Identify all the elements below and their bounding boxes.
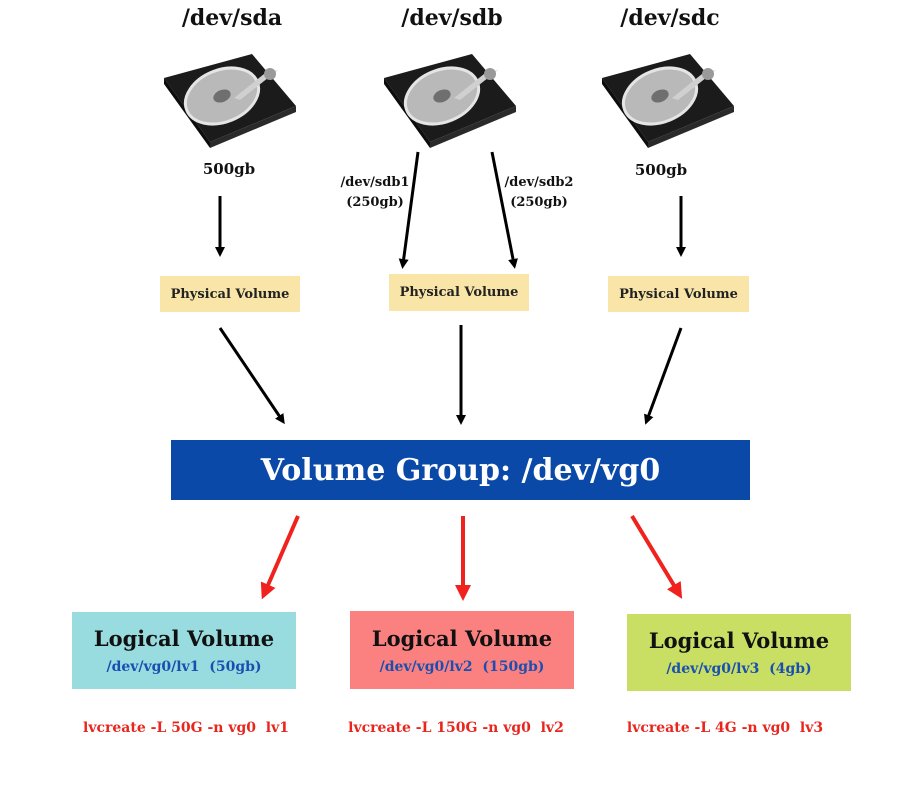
hard-drive-icon-sdc <box>602 54 734 148</box>
arrow-sdb2-to-pv <box>490 151 518 269</box>
partition-name: /dev/sdb2 <box>504 175 574 190</box>
logical-volume-lv2: Logical Volume /dev/vg0/lv2 (150gb) <box>350 611 574 689</box>
lv-path: /dev/vg0/lv2 (150gb) <box>379 658 545 675</box>
partition-label-sdb2: /dev/sdb2 (250gb) <box>494 173 584 213</box>
disk-label-sdb: /dev/sdb <box>401 5 503 31</box>
pv-label: Physical Volume <box>619 286 738 302</box>
hard-drive-icon-sda <box>164 54 296 148</box>
hard-drive-icon-sdb <box>384 54 516 148</box>
pv-label: Physical Volume <box>399 285 519 300</box>
disk-size-sdc: 500gb <box>634 161 688 179</box>
lvcreate-command-lv2: lvcreate -L 150G -n vg0 lv2 <box>348 720 564 736</box>
volume-group-box: Volume Group: /dev/vg0 <box>171 440 750 500</box>
lv-title: Logical Volume <box>93 626 275 651</box>
disk-size-sda: 500gb <box>202 160 256 178</box>
arrow-pv1-to-vg <box>218 327 285 425</box>
disk-label-sdc: /dev/sdc <box>620 5 720 31</box>
arrow-sdb1-to-pv <box>398 151 420 269</box>
partition-name: /dev/sdb1 <box>340 175 410 190</box>
partition-size: (250gb) <box>510 195 568 210</box>
partition-label-sdb1: /dev/sdb1 (250gb) <box>330 173 420 213</box>
physical-volume-sdc: Physical Volume <box>608 276 749 312</box>
arrow-vg-to-lv3 <box>630 514 683 599</box>
pv-label: Physical Volume <box>170 286 290 302</box>
partition-size: (250gb) <box>346 195 404 210</box>
volume-group-label: Volume Group: /dev/vg0 <box>260 452 661 488</box>
lvcreate-command-lv3: lvcreate -L 4G -n vg0 lv3 <box>626 720 824 736</box>
physical-volume-sda: Physical Volume <box>160 276 300 312</box>
lv-title: Logical Volume <box>371 625 553 651</box>
disk-label-sda: /dev/sda <box>181 5 283 31</box>
lvcreate-command-lv1: lvcreate -L 50G -n vg0 lv1 <box>83 720 289 736</box>
lv-title: Logical Volume <box>648 628 830 653</box>
logical-volume-lv1: Logical Volume /dev/vg0/lv1 (50gb) <box>72 612 296 689</box>
lv-path: /dev/vg0/lv3 (4gb) <box>666 661 812 677</box>
arrow-pv3-to-vg <box>644 327 683 425</box>
lv-path: /dev/vg0/lv1 (50gb) <box>106 659 262 675</box>
physical-volume-sdb: Physical Volume <box>389 274 529 311</box>
arrow-vg-to-lv1 <box>260 515 300 600</box>
logical-volume-lv3: Logical Volume /dev/vg0/lv3 (4gb) <box>627 614 851 691</box>
